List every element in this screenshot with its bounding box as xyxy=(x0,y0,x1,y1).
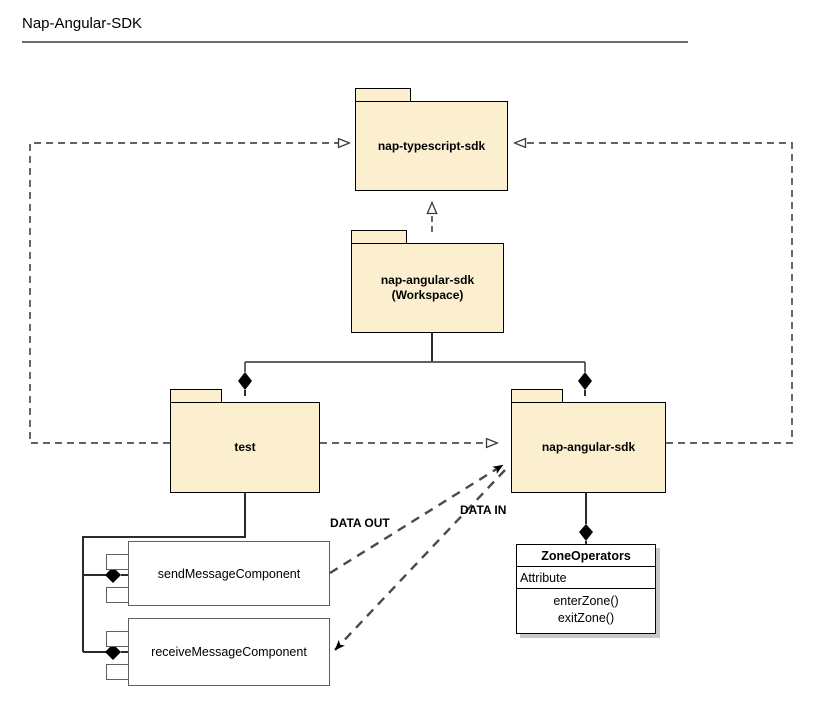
component-body: sendMessageComponent xyxy=(128,541,330,606)
page-title: Nap-Angular-SDK xyxy=(22,15,143,32)
package-tab xyxy=(351,230,407,244)
package-label: test xyxy=(234,440,256,454)
package-body: nap-angular-sdk (Workspace) xyxy=(351,243,504,333)
package-nap-angular-sdk-workspace[interactable]: nap-angular-sdk (Workspace) xyxy=(351,230,504,333)
component-send-message[interactable]: sendMessageComponent xyxy=(106,541,330,606)
package-test[interactable]: test xyxy=(170,389,320,493)
label-data-in: DATA IN xyxy=(460,503,507,517)
class-name: ZoneOperators xyxy=(517,545,655,567)
package-label: nap-typescript-sdk xyxy=(377,138,486,153)
package-tab xyxy=(355,88,411,102)
class-operations: enterZone() exitZone() xyxy=(553,594,619,625)
package-nap-angular-sdk[interactable]: nap-angular-sdk xyxy=(511,389,666,493)
component-label: receiveMessageComponent xyxy=(151,645,307,659)
dataflow-data-in xyxy=(334,469,506,651)
package-tab xyxy=(170,389,222,403)
class-attributes: Attribute xyxy=(517,567,655,589)
label-data-out: DATA OUT xyxy=(330,516,390,530)
component-receive-message[interactable]: receiveMessageComponent xyxy=(106,618,330,686)
package-tab xyxy=(511,389,563,403)
package-nap-typescript-sdk[interactable]: nap-typescript-sdk xyxy=(355,88,508,191)
class-zone-operators[interactable]: ZoneOperators Attribute enterZone() exit… xyxy=(516,544,656,634)
package-label: nap-angular-sdk (Workspace) xyxy=(380,273,475,302)
package-body: nap-typescript-sdk xyxy=(355,101,508,191)
component-body: receiveMessageComponent xyxy=(128,618,330,686)
component-label: sendMessageComponent xyxy=(157,566,301,581)
composition-workspace-children xyxy=(238,333,592,396)
package-body: test xyxy=(170,402,320,493)
title-divider xyxy=(22,41,688,43)
package-body: nap-angular-sdk xyxy=(511,402,666,493)
package-label: nap-angular-sdk xyxy=(541,440,636,454)
composition-angular-sdk-zoneoperators xyxy=(579,493,593,546)
